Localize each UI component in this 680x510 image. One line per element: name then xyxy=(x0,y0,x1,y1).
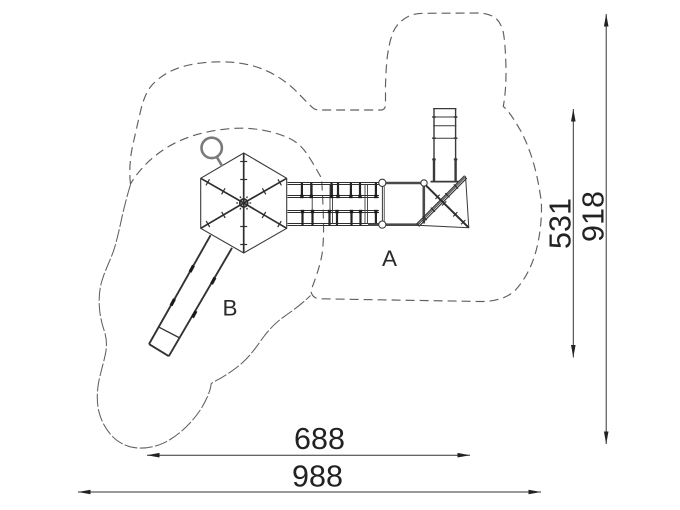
svg-text:A: A xyxy=(382,246,397,271)
svg-text:688: 688 xyxy=(294,422,345,456)
svg-text:918: 918 xyxy=(577,191,611,242)
svg-text:531: 531 xyxy=(544,198,578,249)
svg-text:B: B xyxy=(222,296,237,321)
svg-text:988: 988 xyxy=(292,460,343,494)
